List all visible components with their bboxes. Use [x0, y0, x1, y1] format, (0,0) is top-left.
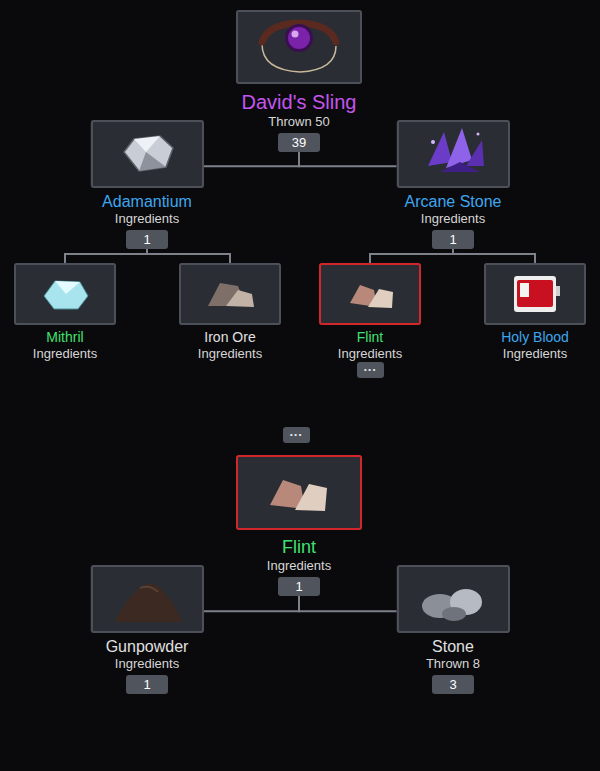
item-node: FlintIngredients	[307, 263, 433, 362]
item-name: Stone	[385, 637, 522, 656]
item-icon-box	[397, 120, 510, 188]
icon-fill	[91, 565, 204, 633]
item-node: FlintIngredients 1	[224, 455, 374, 596]
flint-icon	[350, 285, 393, 308]
stone-icon	[422, 589, 482, 621]
item-node: AdamantiumIngredients 1	[79, 120, 216, 249]
item-node: David's SlingThrown 50 39	[224, 10, 374, 152]
tree-connector	[147, 249, 230, 263]
count-badge-row: 1	[79, 230, 216, 249]
more-badge: ···	[357, 362, 384, 378]
item-icon-box	[91, 565, 204, 633]
item-type: Ingredients	[307, 346, 433, 362]
item-icon-box	[14, 263, 116, 325]
icon-fill	[319, 263, 421, 325]
item-icon-box	[91, 120, 204, 188]
item-node: Holy BloodIngredients	[472, 263, 598, 362]
item-type: Thrown 8	[385, 656, 522, 672]
icon-fill	[397, 565, 510, 633]
item-type: Ingredients	[385, 211, 522, 227]
count-badge-row: 1	[224, 577, 374, 596]
count-badge-row: 1	[385, 230, 522, 249]
tree-connector	[370, 249, 453, 263]
item-icon-box	[236, 10, 362, 84]
count-badge: 1	[278, 577, 320, 596]
count-badge-row: 3	[385, 675, 522, 694]
item-node: StoneThrown 8 3	[385, 565, 522, 694]
item-name: Flint	[224, 536, 374, 558]
tree-connector	[453, 249, 535, 263]
item-name: Gunpowder	[79, 637, 216, 656]
icon-backgrounds	[14, 10, 586, 633]
tree-connector	[65, 249, 147, 263]
count-badge: 1	[432, 230, 474, 249]
icon-fill	[236, 455, 362, 530]
arcane-stone-icon	[428, 128, 484, 172]
item-node: Arcane StoneIngredients 1	[385, 120, 522, 249]
item-icon-box	[484, 263, 586, 325]
item-type: Ingredients	[167, 346, 293, 362]
item-node: MithrilIngredients	[2, 263, 128, 362]
icon-fill	[397, 120, 510, 188]
item-name: Iron Ore	[167, 329, 293, 346]
count-badge: 3	[432, 675, 474, 694]
gunpowder-icon	[115, 584, 182, 622]
item-type: Ingredients	[224, 558, 374, 574]
item-node: Iron OreIngredients	[167, 263, 293, 362]
count-badge: 1	[126, 230, 168, 249]
item-name: Adamantium	[79, 192, 216, 211]
item-type: Ingredients	[2, 346, 128, 362]
item-icon-box	[236, 455, 362, 530]
item-type: Thrown 50	[224, 114, 374, 130]
tree-connector	[299, 152, 397, 166]
count-badge: 39	[278, 133, 320, 152]
item-name: Arcane Stone	[385, 192, 522, 211]
sling-icon	[262, 23, 336, 72]
item-type: Ingredients	[79, 656, 216, 672]
count-badge-row: 1	[79, 675, 216, 694]
icon-fill	[484, 263, 586, 325]
item-icon-box	[179, 263, 281, 325]
item-icon-box	[397, 565, 510, 633]
icon-fill	[91, 120, 204, 188]
icon-fill	[14, 263, 116, 325]
item-icon-box	[319, 263, 421, 325]
icon-fill	[236, 10, 362, 84]
item-name: Holy Blood	[472, 329, 598, 346]
tree-connector	[299, 596, 397, 611]
tree-connector	[204, 596, 300, 611]
item-node: GunpowderIngredients 1	[79, 565, 216, 694]
count-badge-row: 39	[224, 133, 374, 152]
more-badge: ···	[283, 427, 310, 443]
holy-blood-icon	[514, 276, 560, 312]
icon-fill	[179, 263, 281, 325]
flint-icon	[270, 480, 327, 511]
item-name: Mithril	[2, 329, 128, 346]
item-type: Ingredients	[472, 346, 598, 362]
mithril-icon	[44, 281, 88, 309]
item-name: Flint	[307, 329, 433, 346]
iron-ore-icon	[208, 283, 254, 307]
item-name: David's Sling	[224, 90, 374, 114]
item-type: Ingredients	[79, 211, 216, 227]
tree-connector	[204, 152, 300, 166]
adamantium-icon	[124, 136, 173, 171]
count-badge: 1	[126, 675, 168, 694]
